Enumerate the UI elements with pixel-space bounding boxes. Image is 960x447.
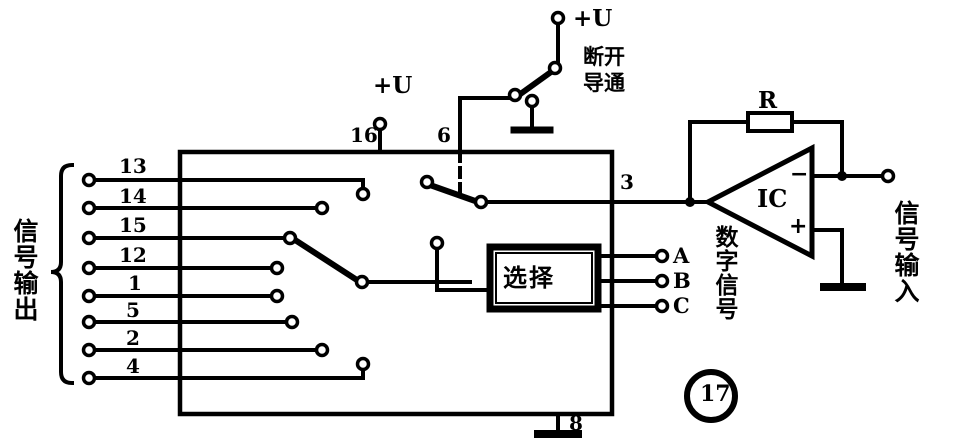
- rotary-stud-1: [269, 288, 285, 304]
- pin-label-15: 15: [119, 213, 147, 237]
- pin-label-14: 14: [119, 184, 147, 208]
- rotary-stud-14: [314, 200, 330, 216]
- terminal-2: [81, 342, 97, 358]
- terminal-4: [81, 370, 97, 386]
- select-box-label: 选择: [503, 264, 555, 292]
- resistor-label: R: [758, 87, 778, 114]
- signal-output-brace: [50, 162, 75, 386]
- figure-number: 17: [700, 381, 731, 407]
- switch-closed-label: 导通: [583, 71, 625, 95]
- rotary-stud-13: [355, 186, 371, 202]
- mode-switch-blade: [514, 67, 556, 100]
- select-box-inner: [495, 252, 593, 304]
- inverting-input-sign: −: [790, 162, 809, 187]
- ic-label: IC: [757, 184, 788, 213]
- rotary-stud-12: [269, 260, 285, 276]
- terminal-12: [81, 260, 97, 276]
- rotary-wiper: [287, 233, 365, 287]
- digital-signal-label: 数字信号: [711, 225, 737, 321]
- pin-label-1: 1: [128, 271, 142, 295]
- terminal-1: [81, 288, 97, 304]
- select-stem-terminal: [429, 235, 445, 251]
- pin-label-16: 16: [350, 123, 378, 147]
- terminal-13: [81, 172, 97, 188]
- switch-pole-lower: [507, 87, 523, 103]
- pin-label-5: 5: [126, 298, 140, 322]
- pin-label-8: 8: [569, 411, 583, 435]
- pin-label-3: 3: [620, 170, 634, 194]
- chassis-terminal: [524, 93, 540, 109]
- terminal-c: [654, 298, 670, 314]
- pin-label-13: 13: [119, 154, 147, 178]
- terminal-b: [654, 273, 670, 289]
- output-switch-pole-b: [473, 194, 489, 210]
- terminal-14: [81, 200, 97, 216]
- pin-label-2: 2: [126, 326, 140, 350]
- pin-label-12: 12: [119, 243, 147, 267]
- output-switch-pole-a: [419, 174, 435, 190]
- pin-label-6: 6: [437, 123, 451, 147]
- switch-pole-upper: [547, 60, 563, 76]
- select-label-b: B: [673, 268, 691, 293]
- pin-label-4: 4: [126, 354, 140, 378]
- switch-open-label: 断开: [583, 45, 625, 69]
- select-label-c: C: [673, 293, 690, 318]
- terminal-a: [654, 248, 670, 264]
- output-switch-blade: [426, 181, 482, 206]
- feedback-junction-dot: [837, 171, 847, 181]
- supply-top-label: +U: [573, 5, 613, 32]
- select-label-a: A: [673, 243, 690, 268]
- rotary-common-stud: [354, 274, 370, 290]
- op-amp-triangle: [702, 143, 815, 261]
- terminal-15: [81, 230, 97, 246]
- rotary-stud-4: [355, 356, 371, 372]
- signal-input-label: 信号输入: [891, 200, 920, 304]
- rotary-stud-15: [282, 230, 298, 246]
- terminal-plus-u-top: [550, 10, 566, 26]
- signal-output-label: 信号输出: [10, 218, 39, 322]
- supply-left-label: +U: [373, 72, 413, 99]
- rotary-stud-5: [284, 314, 300, 330]
- rotary-stud-2: [314, 342, 330, 358]
- terminal-5: [81, 314, 97, 330]
- terminal-signal-input: [880, 168, 896, 184]
- figure-number-circle: [684, 369, 738, 423]
- select-box: [486, 243, 602, 313]
- noninverting-input-sign: +: [789, 214, 808, 239]
- resistor-r-body: [746, 111, 794, 133]
